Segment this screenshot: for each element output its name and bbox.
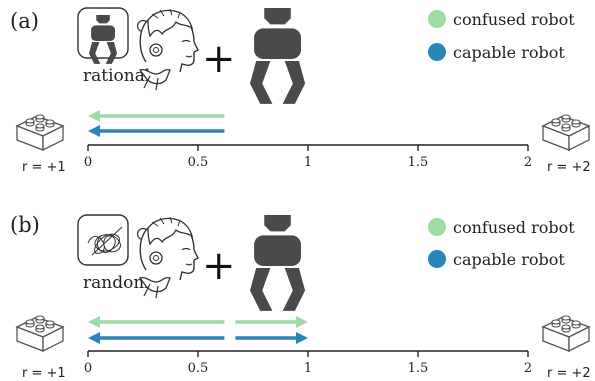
axis-tick-label: 1: [304, 155, 312, 170]
legend-label-capable: capable robot: [453, 43, 565, 62]
axis-tick-label: 2: [524, 155, 532, 170]
legend: confused robot capable robot: [428, 218, 575, 269]
arrow: [88, 332, 225, 344]
right-reward-label: r = +2: [547, 366, 591, 381]
arrow: [88, 316, 225, 328]
arrow-group: [88, 110, 225, 137]
left-reward-label: r = +1: [22, 366, 66, 381]
panel-label: (a): [10, 9, 39, 33]
thought-bubble: [77, 214, 150, 266]
lego-brick-icon: [542, 315, 590, 352]
axis-ticks: 0 0.5 1 1.5 2: [84, 351, 532, 376]
human-head-icon: [139, 8, 199, 91]
panel-a: (a) rational + confused robot capable ro…: [10, 7, 591, 175]
axis-tick-label: 1: [304, 361, 312, 376]
left-reward-label: r = +1: [22, 160, 66, 175]
axis-tick-label: 1.5: [408, 361, 429, 376]
right-reward-label: r = +2: [547, 160, 591, 175]
arrow: [88, 110, 225, 122]
arrow: [235, 316, 308, 328]
plus-sign: +: [202, 243, 236, 289]
axis-tick-label: 2: [524, 361, 532, 376]
legend-swatch-confused: [428, 10, 446, 28]
thought-label: rational: [83, 66, 150, 86]
lego-brick-icon: [16, 315, 64, 352]
thought-bubble: [77, 7, 150, 64]
legend-swatch-confused: [428, 218, 446, 236]
legend-label-confused: confused robot: [453, 10, 575, 29]
axis-ticks: 0 0.5 1 1.5 2: [84, 145, 532, 170]
panel-label: (b): [10, 213, 40, 237]
lego-brick-icon: [16, 114, 64, 151]
axis-tick-label: 0.5: [188, 155, 209, 170]
thought-label: random: [83, 273, 149, 293]
plus-sign: +: [202, 36, 236, 82]
axis-tick-label: 0: [84, 361, 92, 376]
panel-b: (b) random + confused robot capable robo…: [10, 213, 591, 381]
legend-label-confused: confused robot: [453, 218, 575, 237]
axis-tick-label: 1.5: [408, 155, 429, 170]
human-head-icon: [139, 216, 199, 299]
axis-tick-label: 0: [84, 155, 92, 170]
legend-swatch-capable: [428, 250, 446, 268]
axis-tick-label: 0.5: [188, 361, 209, 376]
legend: confused robot capable robot: [428, 10, 575, 62]
legend-label-capable: capable robot: [453, 250, 565, 269]
arrow: [88, 125, 225, 137]
arrow: [235, 332, 308, 344]
legend-swatch-capable: [428, 43, 446, 61]
robot-gripper-icon: [250, 215, 306, 311]
lego-brick-icon: [542, 114, 590, 151]
arrow-group: [88, 316, 308, 344]
robot-gripper-icon: [250, 8, 306, 104]
